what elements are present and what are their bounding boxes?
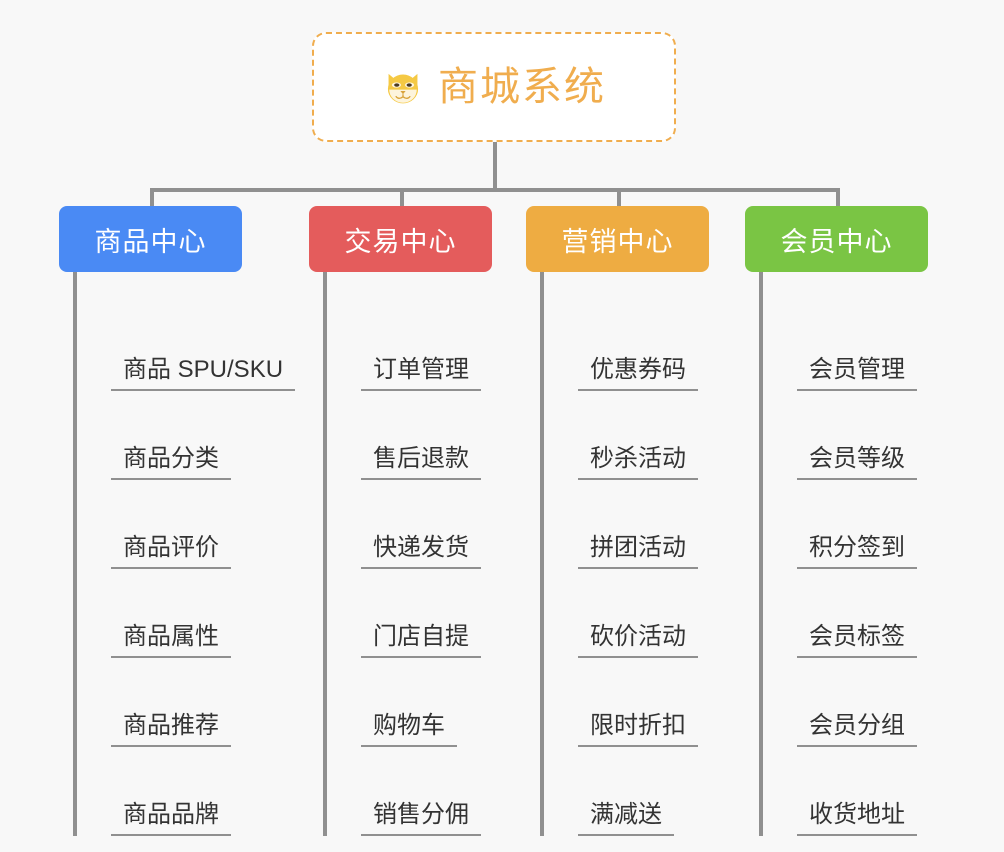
list-item[interactable]: 拼团活动 [544,480,741,569]
connector-branch-stalk [323,272,327,302]
root-title: 商城系统 [438,65,606,109]
list-item[interactable]: 商品分类 [77,391,289,480]
list-item[interactable]: 订单管理 [327,302,524,391]
list-item-label: 秒杀活动 [578,445,698,480]
shiba-dog-face-icon [382,66,424,108]
connector-branch-stalk [759,272,763,302]
list-item-label: 会员标签 [797,623,917,658]
list-item-label: 优惠券码 [578,356,698,391]
list-item[interactable]: 收货地址 [763,747,960,836]
list-item[interactable]: 积分签到 [763,480,960,569]
list-item-label: 销售分佣 [361,801,481,836]
root-node[interactable]: 商城系统 [312,32,676,142]
connector-drop-1 [150,188,154,208]
list-item-label: 会员分组 [797,712,917,747]
list-item[interactable]: 会员分组 [763,658,960,747]
list-item-label: 商品评价 [111,534,231,569]
branch-item-list: 商品 SPU/SKU 商品分类 商品评价 商品属性 商品推荐 商品品牌 [73,302,296,836]
list-item-label: 商品品牌 [111,801,231,836]
list-item[interactable]: 商品推荐 [77,658,289,747]
list-item-label: 门店自提 [361,623,481,658]
list-item-label: 快递发货 [361,534,481,569]
list-item-label: 售后退款 [361,445,481,480]
list-item-label: 商品分类 [111,445,231,480]
list-item[interactable]: 优惠券码 [544,302,741,391]
list-item-label: 满减送 [578,801,674,836]
branch-header-member-center[interactable]: 会员中心 [745,206,928,272]
branch-header-label: 交易中心 [344,226,457,257]
list-item[interactable]: 商品评价 [77,480,289,569]
list-item-label: 购物车 [361,712,457,747]
list-item-label: 砍价活动 [578,623,698,658]
list-item[interactable]: 商品属性 [77,569,289,658]
list-item[interactable]: 会员管理 [763,302,960,391]
connector-branch-stalk [540,272,544,302]
list-item[interactable]: 售后退款 [327,391,524,480]
list-item-label: 商品推荐 [111,712,231,747]
connector-drop-4 [836,188,840,208]
list-item[interactable]: 限时折扣 [544,658,741,747]
list-item-label: 会员管理 [797,356,917,391]
list-item[interactable]: 销售分佣 [327,747,524,836]
list-item[interactable]: 满减送 [544,747,741,836]
list-item[interactable]: 快递发货 [327,480,524,569]
branch-item-list: 订单管理 售后退款 快递发货 门店自提 购物车 销售分佣 [323,302,524,836]
branch-header-label: 商品中心 [94,226,207,257]
branch-header-label: 营销中心 [561,226,674,257]
list-item-label: 商品属性 [111,623,231,658]
list-item[interactable]: 秒杀活动 [544,391,741,480]
branch-header-trade-center[interactable]: 交易中心 [309,206,492,272]
connector-branch-stalk [73,272,77,302]
connector-root-stem [493,142,497,190]
connector-horizontal-bus [150,188,840,192]
branch-header-product-center[interactable]: 商品中心 [59,206,242,272]
branch-trade-center: 交易中心 订单管理 售后退款 快递发货 门店自提 购物车 销售分佣 [309,206,524,852]
list-item[interactable]: 门店自提 [327,569,524,658]
list-item[interactable]: 商品品牌 [77,747,289,836]
connector-drop-3 [617,188,621,208]
list-item[interactable]: 砍价活动 [544,569,741,658]
list-item[interactable]: 购物车 [327,658,524,747]
list-item-label: 会员等级 [797,445,917,480]
branch-header-label: 会员中心 [780,226,893,257]
list-item-label: 订单管理 [361,356,481,391]
branch-header-marketing-center[interactable]: 营销中心 [526,206,709,272]
list-item[interactable]: 会员等级 [763,391,960,480]
branch-item-list: 优惠券码 秒杀活动 拼团活动 砍价活动 限时折扣 满减送 [540,302,741,836]
branch-item-list: 会员管理 会员等级 积分签到 会员标签 会员分组 收货地址 [759,302,960,836]
list-item[interactable]: 会员标签 [763,569,960,658]
list-item[interactable]: 商品 SPU/SKU [77,302,296,391]
list-item-label: 拼团活动 [578,534,698,569]
branch-marketing-center: 营销中心 优惠券码 秒杀活动 拼团活动 砍价活动 限时折扣 满减送 [526,206,741,852]
list-item-label: 积分签到 [797,534,917,569]
list-item-label: 限时折扣 [578,712,698,747]
connector-drop-2 [400,188,404,208]
branch-member-center: 会员中心 会员管理 会员等级 积分签到 会员标签 会员分组 收货地址 [745,206,960,852]
list-item-label: 商品 SPU/SKU [111,356,296,391]
branch-product-center: 商品中心 商品 SPU/SKU 商品分类 商品评价 商品属性 商品推荐 商品品牌 [59,206,296,852]
list-item-label: 收货地址 [797,801,917,836]
